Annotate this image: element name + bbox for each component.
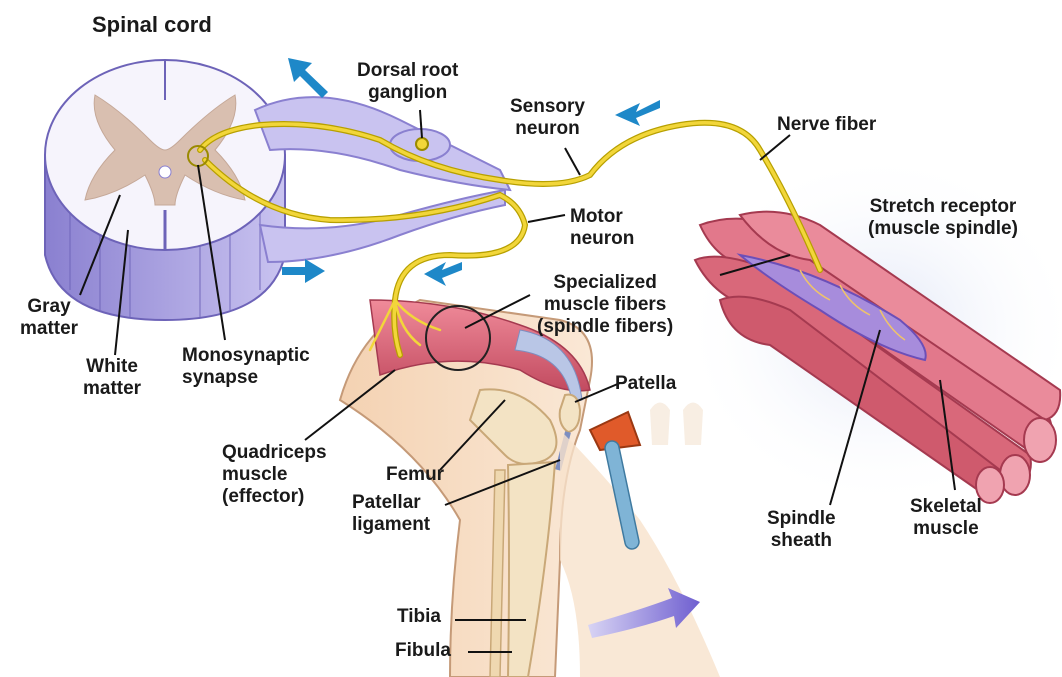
label-femur: Femur — [386, 464, 444, 486]
label-fibula: Fibula — [395, 640, 451, 662]
label-skeletal-muscle: Skeletal muscle — [910, 496, 982, 540]
label-monosynaptic-synapse: Monosynaptic synapse — [182, 345, 310, 389]
label-nerve-fiber: Nerve fiber — [777, 114, 876, 136]
label-gray-matter: Gray matter — [20, 296, 78, 340]
label-tibia: Tibia — [397, 606, 441, 628]
label-patella: Patella — [615, 373, 676, 395]
label-motor-neuron: Motor neuron — [570, 206, 634, 250]
arrow-ventral — [282, 259, 325, 283]
label-specialized-muscle-fibers: Specialized muscle fibers (spindle fiber… — [537, 272, 673, 338]
arrow-up-cord — [288, 58, 328, 98]
label-white-matter: White matter — [83, 356, 141, 400]
label-quadriceps-muscle: Quadriceps muscle (effector) — [222, 442, 327, 508]
label-patellar-ligament: Patellar ligament — [352, 492, 430, 536]
ventral-root — [260, 190, 505, 262]
arrow-motor — [424, 262, 462, 286]
label-sensory-neuron: Sensory neuron — [510, 96, 585, 140]
ganglion-cell-body — [416, 138, 428, 150]
spinal-cord — [45, 60, 285, 320]
label-dorsal-root-ganglion: Dorsal root ganglion — [357, 60, 458, 104]
label-stretch-receptor: Stretch receptor (muscle spindle) — [868, 196, 1018, 240]
arrow-sensory — [615, 100, 660, 126]
page-title: Spinal cord — [92, 14, 212, 36]
label-spindle-sheath: Spindle sheath — [767, 508, 836, 552]
